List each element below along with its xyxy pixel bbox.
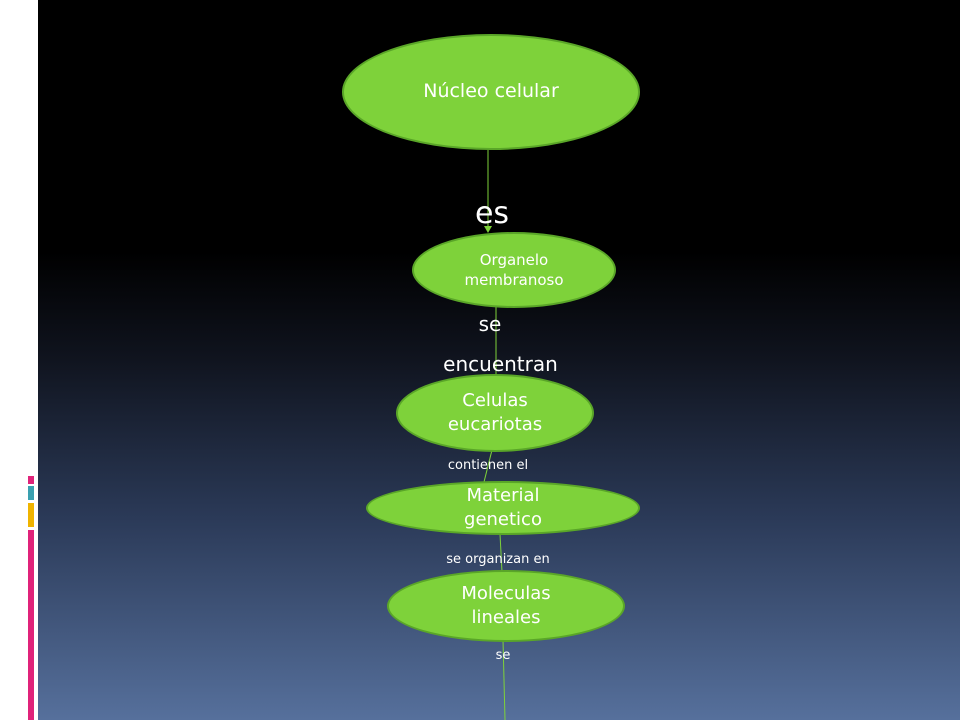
node-material-genetico-label: Material genetico <box>464 484 542 530</box>
link-label-se-organizan-en-text: se organizan en <box>446 552 550 567</box>
node-nucleo-celular-label: Núcleo celular <box>423 80 559 103</box>
node-material-genetico: Material genetico <box>366 481 640 535</box>
link-label-se-encuentran-line2: encuentran <box>428 352 573 376</box>
decorative-bars <box>0 0 40 720</box>
connector-celulas-material <box>483 449 493 483</box>
link-label-es-text: es <box>474 196 510 231</box>
deco-bar-teal <box>28 486 34 500</box>
node-celulas-eucariotas-label: Celulas eucariotas <box>447 389 543 435</box>
link-label-se-encuentran-line1: se <box>460 312 520 336</box>
node-organelo-membranoso: Organelo membranoso <box>412 232 616 308</box>
link-label-se-text: se <box>495 648 511 663</box>
node-moleculas-lineales-label: Moleculas lineales <box>461 582 551 628</box>
link-label-contienen-el: contienen el <box>428 458 548 473</box>
node-nucleo-celular: Núcleo celular <box>342 34 640 150</box>
deco-bar-yellow <box>28 503 34 527</box>
link-label-se-encuentran-line2-text: encuentran <box>443 352 558 376</box>
node-organelo-membranoso-label: Organelo membranoso <box>464 250 564 289</box>
link-label-se-organizan-en: se organizan en <box>428 552 568 567</box>
link-label-es: es <box>462 196 522 231</box>
deco-bar-magenta-top <box>28 476 34 484</box>
link-label-contienen-el-text: contienen el <box>447 458 529 473</box>
connector-material-moleculas <box>499 533 503 573</box>
node-celulas-eucariotas: Celulas eucariotas <box>396 374 594 452</box>
deco-bar-magenta-bottom <box>28 530 34 720</box>
node-moleculas-lineales: Moleculas lineales <box>387 570 625 642</box>
connector-moleculas-next <box>502 639 506 720</box>
link-label-se-encuentran-line1-text: se <box>478 312 502 336</box>
link-label-se: se <box>483 648 523 663</box>
arrowhead-nucleo-organelo <box>484 226 492 233</box>
